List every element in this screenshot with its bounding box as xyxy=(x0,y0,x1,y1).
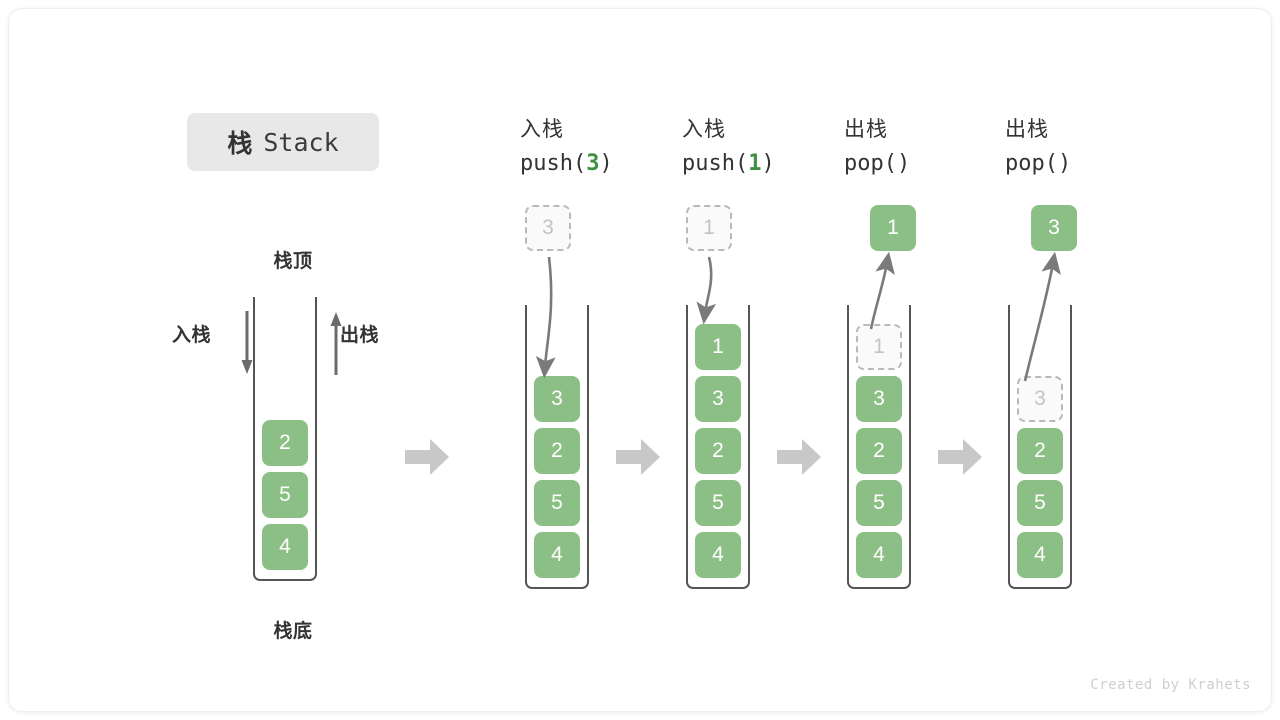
column-header-pop-1: 出栈 pop() xyxy=(844,113,1024,181)
code-suffix: ) xyxy=(896,151,911,176)
column-header-push-3: 入栈 push(3) xyxy=(520,113,700,181)
code-prefix: push( xyxy=(520,151,587,176)
popped-cell: 3 xyxy=(1031,205,1077,251)
stack-bottom-label: 栈底 xyxy=(273,621,313,642)
stack-cell: 3 xyxy=(534,376,580,422)
stack-cell: 4 xyxy=(534,532,580,578)
code-argument: 3 xyxy=(586,151,600,176)
stack-cell: 2 xyxy=(1017,428,1063,474)
header-operation-cn: 出栈 xyxy=(1005,118,1049,141)
header-operation-code: pop() xyxy=(1005,147,1185,181)
title-cn: 栈 xyxy=(227,130,254,158)
code-prefix: pop( xyxy=(1005,151,1058,176)
code-suffix: ) xyxy=(1057,151,1072,176)
stack-cell: 4 xyxy=(262,524,308,570)
stack-cell: 5 xyxy=(856,480,902,526)
stack-cell: 3 xyxy=(856,376,902,422)
header-operation-code: push(1) xyxy=(682,147,862,181)
stack-cell: 5 xyxy=(534,480,580,526)
header-operation-cn: 入栈 xyxy=(520,118,564,141)
arrow-right-block-icon xyxy=(614,437,662,482)
stack-cell: 2 xyxy=(856,428,902,474)
stack-column-pop-1: 4 5 2 3 1 xyxy=(847,305,911,589)
stack-cell: 5 xyxy=(695,480,741,526)
stack-top-label: 栈顶 xyxy=(273,251,313,272)
cell-value: 3 xyxy=(542,216,554,239)
stack-column-pop-2: 4 5 2 3 xyxy=(1008,305,1072,589)
floating-ghost-cell: 1 xyxy=(686,205,732,251)
arrow-right-block-icon xyxy=(936,437,984,482)
stack-cell: 2 xyxy=(695,428,741,474)
footer-credit: Created by Krahets xyxy=(1090,677,1251,693)
column-header-push-1: 入栈 push(1) xyxy=(682,113,862,181)
pop-direction-label: 出栈 xyxy=(340,325,380,346)
stack-cells-initial: 4 5 2 xyxy=(255,420,315,576)
stack-cell: 5 xyxy=(1017,480,1063,526)
arrow-right-block-icon xyxy=(403,437,451,482)
diagram-stage: 栈 Stack 栈顶 入栈 出栈 4 5 2 栈底 xyxy=(9,9,1273,713)
cell-value: 1 xyxy=(887,216,899,239)
stack-cells-push-3: 4 5 2 3 xyxy=(527,376,587,584)
stack-cell: 4 xyxy=(695,532,741,578)
arrow-down-icon xyxy=(240,311,254,375)
diagram-card: 栈 Stack 栈顶 入栈 出栈 4 5 2 栈底 xyxy=(8,8,1272,712)
stack-cell: 2 xyxy=(534,428,580,474)
code-argument: 1 xyxy=(748,151,762,176)
stack-cell: 4 xyxy=(1017,532,1063,578)
stack-cell-removed: 3 xyxy=(1017,376,1063,422)
stack-column-push-3: 4 5 2 3 xyxy=(525,305,589,589)
stack-cell: 5 xyxy=(262,472,308,518)
stack-cells-pop-1: 4 5 2 3 1 xyxy=(849,324,909,584)
arrow-up-icon xyxy=(329,311,343,375)
code-suffix: ) xyxy=(599,151,613,176)
header-operation-cn: 入栈 xyxy=(682,118,726,141)
stack-cell: 2 xyxy=(262,420,308,466)
header-operation-cn: 出栈 xyxy=(844,118,888,141)
stack-column-push-1: 4 5 2 3 1 xyxy=(686,305,750,589)
stack-cell: 3 xyxy=(695,376,741,422)
cell-value: 3 xyxy=(1048,216,1060,239)
push-direction-label: 入栈 xyxy=(172,325,212,346)
header-operation-code: pop() xyxy=(844,147,1024,181)
arrow-right-block-icon xyxy=(775,437,823,482)
popped-cell: 1 xyxy=(870,205,916,251)
code-prefix: push( xyxy=(682,151,749,176)
floating-ghost-cell: 3 xyxy=(525,205,571,251)
stack-cells-push-1: 4 5 2 3 1 xyxy=(688,324,748,584)
header-operation-code: push(3) xyxy=(520,147,700,181)
title-badge: 栈 Stack xyxy=(187,113,379,171)
column-header-pop-2: 出栈 pop() xyxy=(1005,113,1185,181)
stack-cell: 4 xyxy=(856,532,902,578)
stack-cells-pop-2: 4 5 2 3 xyxy=(1010,376,1070,584)
stack-cell: 1 xyxy=(695,324,741,370)
stack-column-initial: 4 5 2 xyxy=(253,297,317,581)
cell-value: 1 xyxy=(703,216,715,239)
code-prefix: pop( xyxy=(844,151,897,176)
code-suffix: ) xyxy=(761,151,775,176)
stack-cell-removed: 1 xyxy=(856,324,902,370)
title-en: Stack xyxy=(263,127,339,157)
